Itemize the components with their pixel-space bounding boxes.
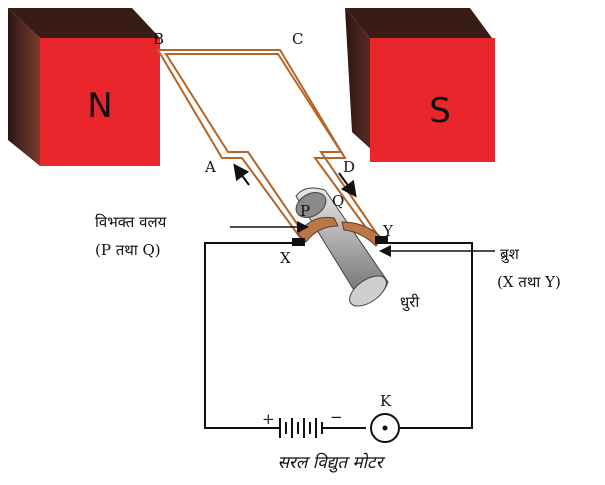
north-magnet-side — [8, 8, 40, 166]
point-a: A — [204, 158, 216, 176]
south-label: S — [429, 91, 451, 131]
brush-y — [375, 236, 388, 244]
south-magnet: S — [345, 8, 495, 162]
north-label: N — [87, 86, 112, 126]
south-magnet-top — [345, 8, 492, 38]
coil — [156, 49, 382, 241]
north-magnet-top — [8, 8, 160, 38]
point-x: X — [280, 249, 291, 267]
battery-icon — [270, 418, 338, 438]
point-b: B — [153, 30, 164, 48]
brush-x — [292, 238, 305, 246]
south-magnet-face — [370, 38, 495, 162]
circuit-wire — [204, 242, 473, 429]
north-magnet: N — [8, 8, 160, 166]
brush-sublabel: (X तथा Y) — [497, 273, 561, 291]
point-k: K — [380, 392, 392, 410]
point-p: P — [300, 202, 310, 220]
point-y: Y — [382, 222, 394, 240]
north-magnet-face — [40, 38, 160, 166]
point-q: Q — [332, 192, 344, 210]
point-c: C — [292, 30, 303, 48]
key-switch-icon[interactable] — [370, 413, 400, 443]
current-arrow-up-icon — [233, 163, 250, 186]
axle — [295, 187, 389, 307]
caption: सरल विद्युत मोटर — [277, 452, 385, 473]
brush-label: ब्रुश — [500, 245, 520, 264]
split-ring-label: विभक्त वलय — [95, 213, 167, 231]
split-ring-q — [341, 221, 383, 247]
battery-minus: − — [330, 408, 343, 426]
point-d: D — [343, 158, 355, 176]
axle-label: धुरी — [400, 293, 420, 312]
split-ring-sublabel: (P तथा Q) — [95, 241, 161, 259]
current-arrow-down-icon — [338, 172, 357, 198]
battery-plus: + — [262, 410, 275, 428]
